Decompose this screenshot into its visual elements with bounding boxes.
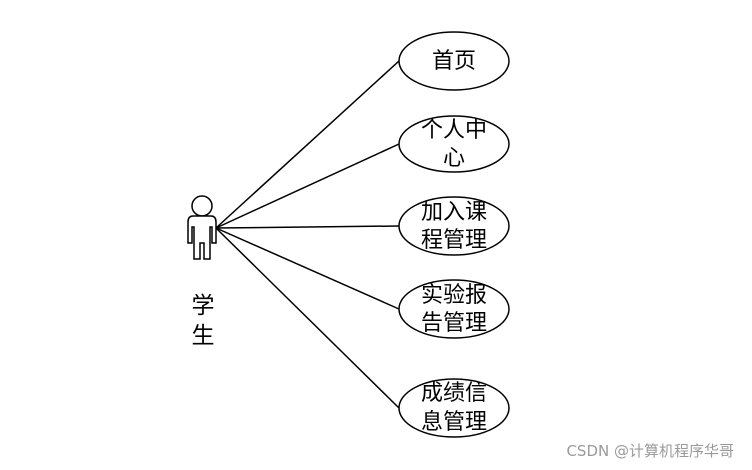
use-case-join-course-line-1: 加入课 (421, 200, 487, 225)
use-case-personal-center-ellipse (398, 115, 510, 173)
use-case-grade-info-line-2: 息管理 (421, 410, 487, 435)
associations (215, 60, 400, 409)
association-line-3 (215, 225, 400, 229)
use-case-grade-info[interactable]: 成绩信 息管理 (398, 378, 510, 438)
watermark: CSDN @计算机程序华哥 (566, 442, 734, 460)
use-case-lab-report-ellipse (398, 279, 510, 339)
use-case-personal-center-line-2: 心 (443, 146, 465, 171)
use-case-lab-report-line-2: 告管理 (421, 311, 487, 336)
association-line-1 (215, 60, 400, 229)
use-case-join-course-ellipse (398, 196, 510, 256)
use-case-grade-info-line-1: 成绩信 (421, 381, 487, 406)
use-case-lab-report[interactable]: 实验报 告管理 (398, 279, 510, 339)
actor-label-line-1: 学 (192, 293, 215, 319)
association-line-2 (215, 143, 400, 229)
actor-head (191, 195, 213, 217)
use-case-personal-center-line-1: 个人中 (421, 118, 487, 143)
actor-label-line-2: 生 (192, 323, 215, 349)
actor-body (187, 215, 217, 260)
use-case-personal-center[interactable]: 个人中 心 (398, 115, 510, 173)
use-case-join-course[interactable]: 加入课 程管理 (398, 196, 510, 256)
use-case-home[interactable]: 首页 (398, 31, 510, 91)
use-case-grade-info-ellipse (398, 378, 510, 438)
use-case-join-course-line-2: 程管理 (421, 228, 487, 253)
use-case-home-label: 首页 (432, 49, 476, 74)
use-case-lab-report-line-1: 实验报 (421, 283, 487, 308)
association-line-5 (215, 227, 400, 409)
use-case-home-ellipse (398, 31, 510, 91)
actor-student (187, 195, 217, 260)
association-line-4 (215, 227, 400, 310)
